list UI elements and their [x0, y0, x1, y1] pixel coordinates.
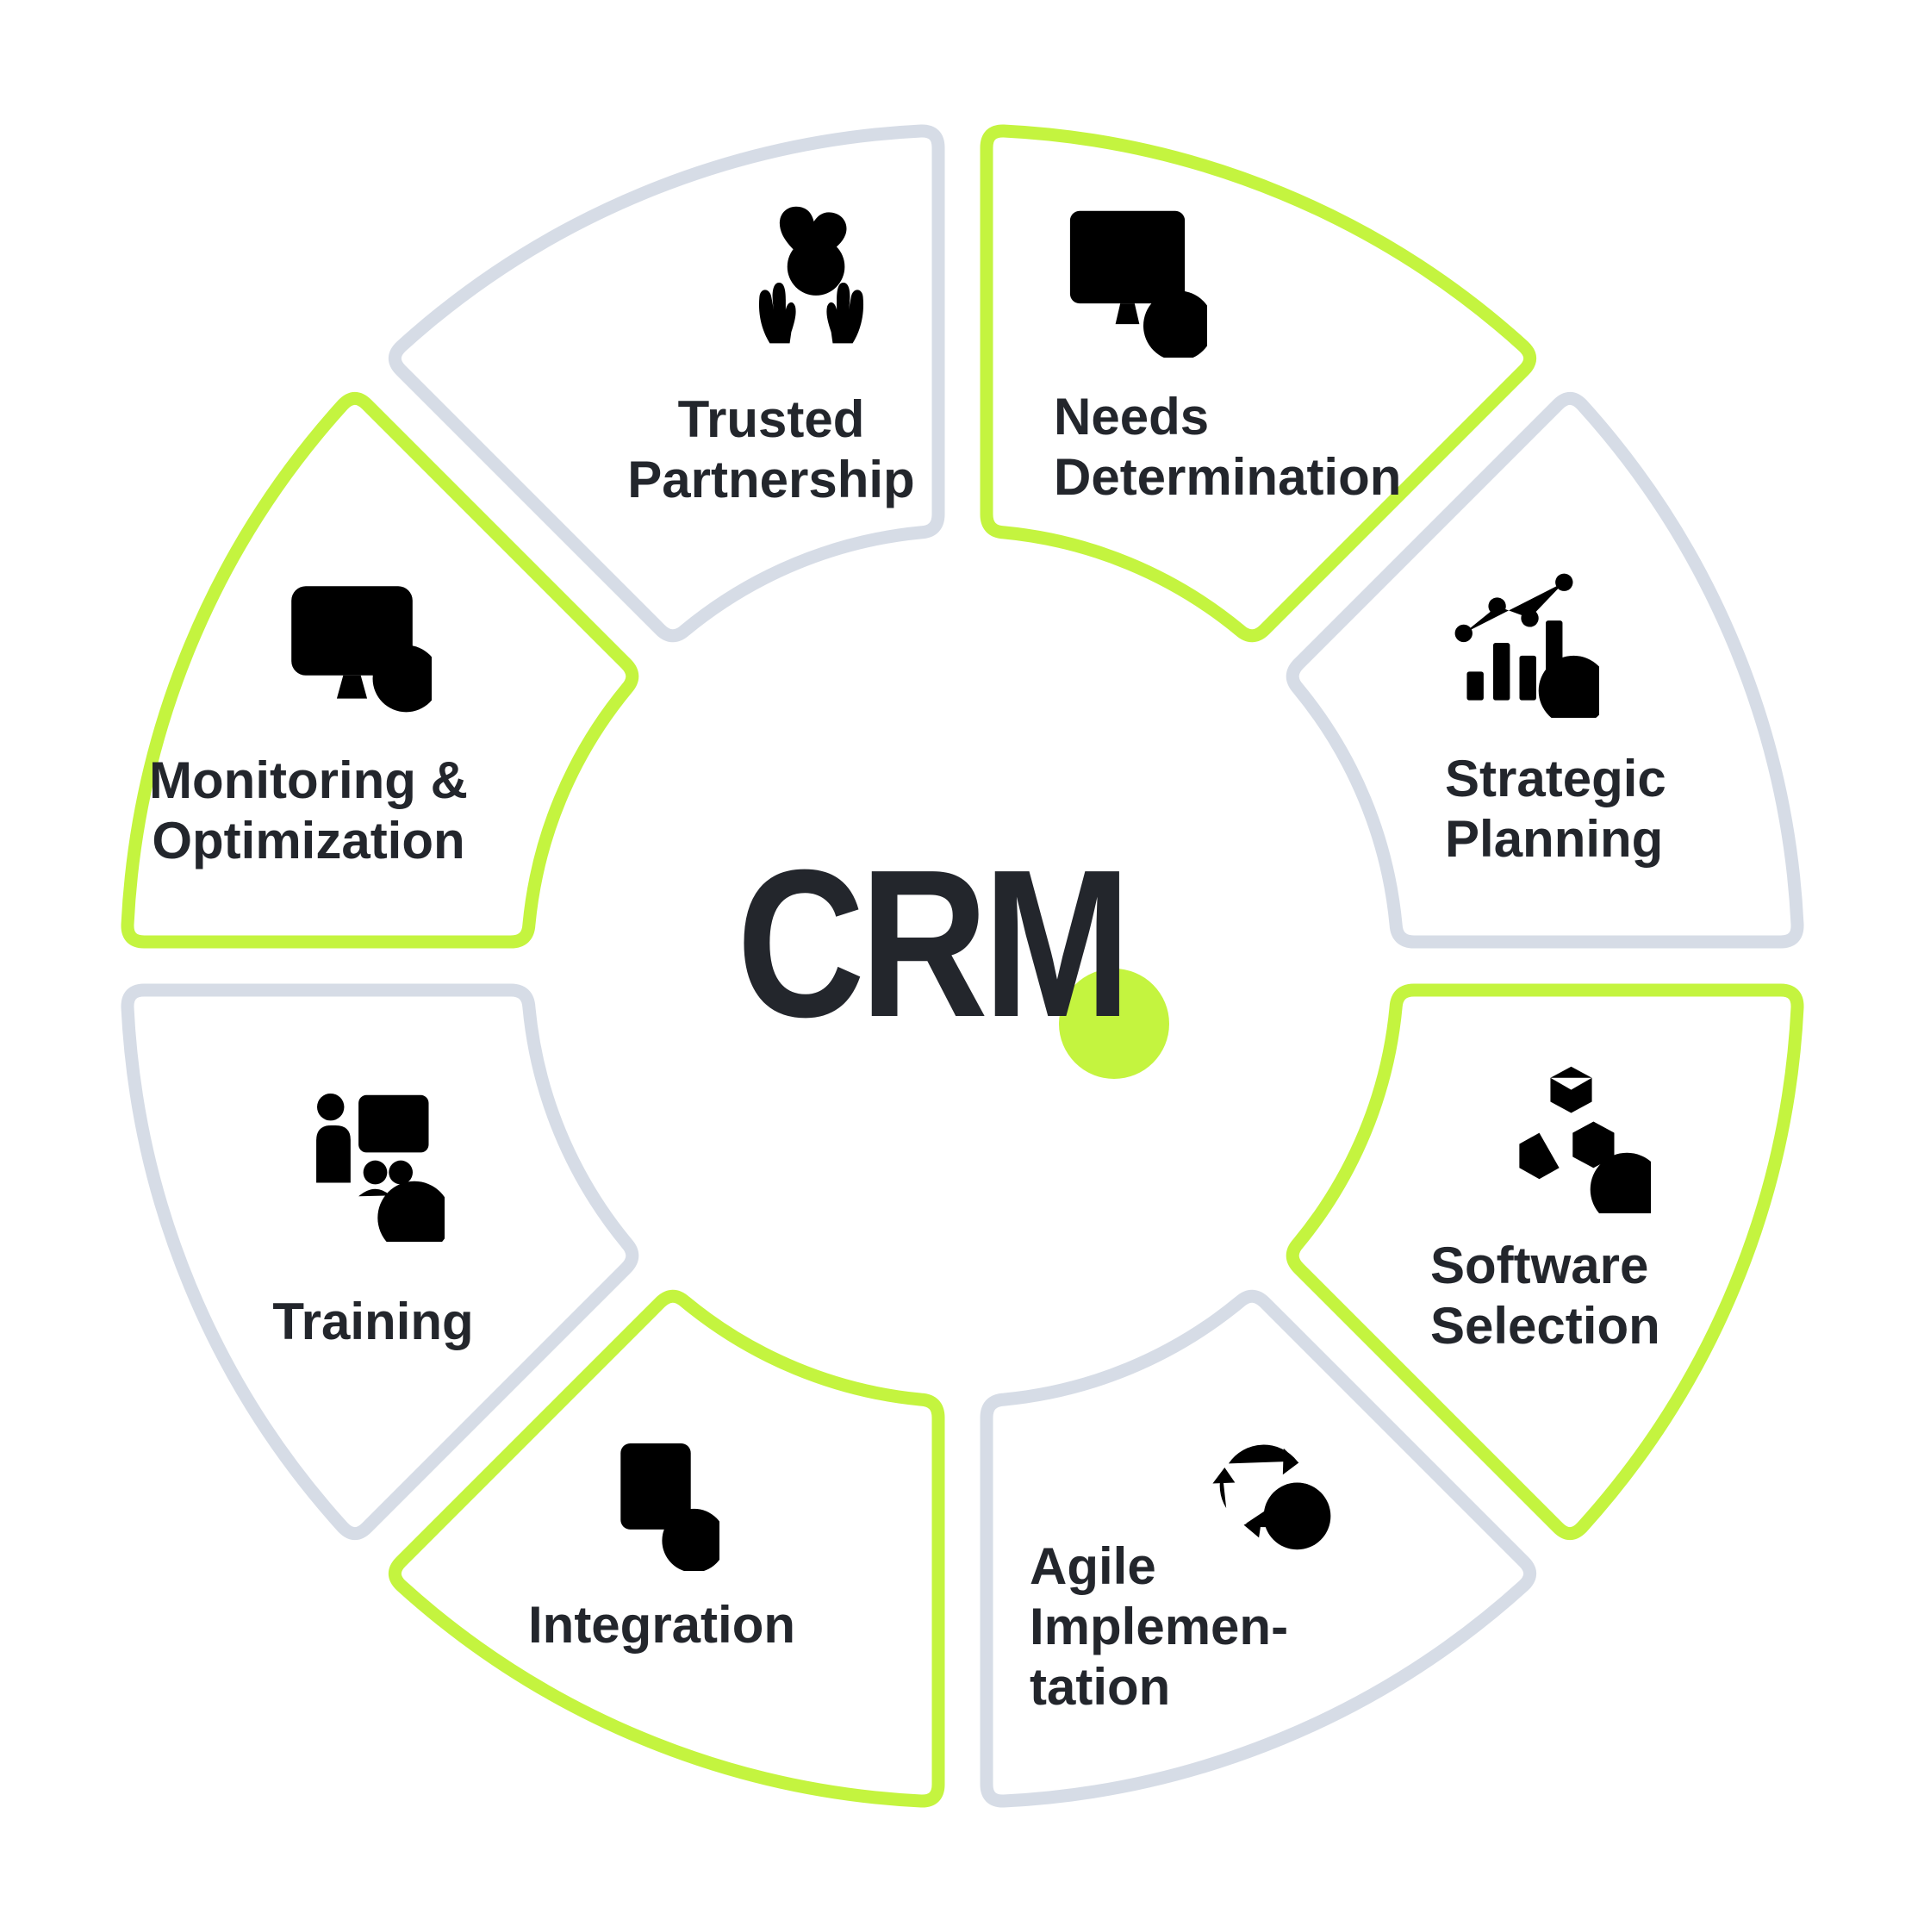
center-accent-dot [1059, 969, 1169, 1079]
growth-chart-icon [1440, 558, 1599, 718]
label-line: Planning [1445, 810, 1664, 868]
label-line: Partnership [627, 451, 915, 508]
segment-label-training: Training [201, 1292, 545, 1352]
segment-label-monitoring-optimization: Monitoring &Optimization [136, 751, 481, 871]
cubes-icon [1491, 1054, 1651, 1213]
segment-label-integration: Integration [489, 1595, 834, 1655]
heart-hands-icon [732, 198, 891, 358]
label-line: Implemen- [1030, 1598, 1289, 1655]
label-line: Training [272, 1293, 474, 1350]
training-icon [285, 1082, 445, 1242]
label-line: tation [1030, 1658, 1171, 1716]
label-line: Trusted [677, 390, 865, 448]
label-line: Software [1430, 1237, 1649, 1294]
monitor-analytics-icon [1048, 198, 1207, 358]
segment-agile-implementation [980, 1289, 1537, 1808]
label-line: Integration [528, 1596, 795, 1654]
label-line: Optimization [152, 812, 465, 869]
label-line: Agile [1030, 1537, 1156, 1595]
box-arrow-icon [560, 1412, 719, 1571]
label-line: Selection [1430, 1297, 1660, 1355]
label-line: Determination [1054, 448, 1402, 506]
center-title: CRM [737, 826, 1131, 1061]
segment-software-selection [1286, 983, 1804, 1541]
monitor-pulse-icon [272, 567, 432, 726]
label-line: Monitoring & [149, 751, 468, 809]
label-line: Needs [1054, 388, 1210, 446]
segment-training [121, 983, 639, 1541]
label-line: Strategic [1445, 750, 1666, 807]
